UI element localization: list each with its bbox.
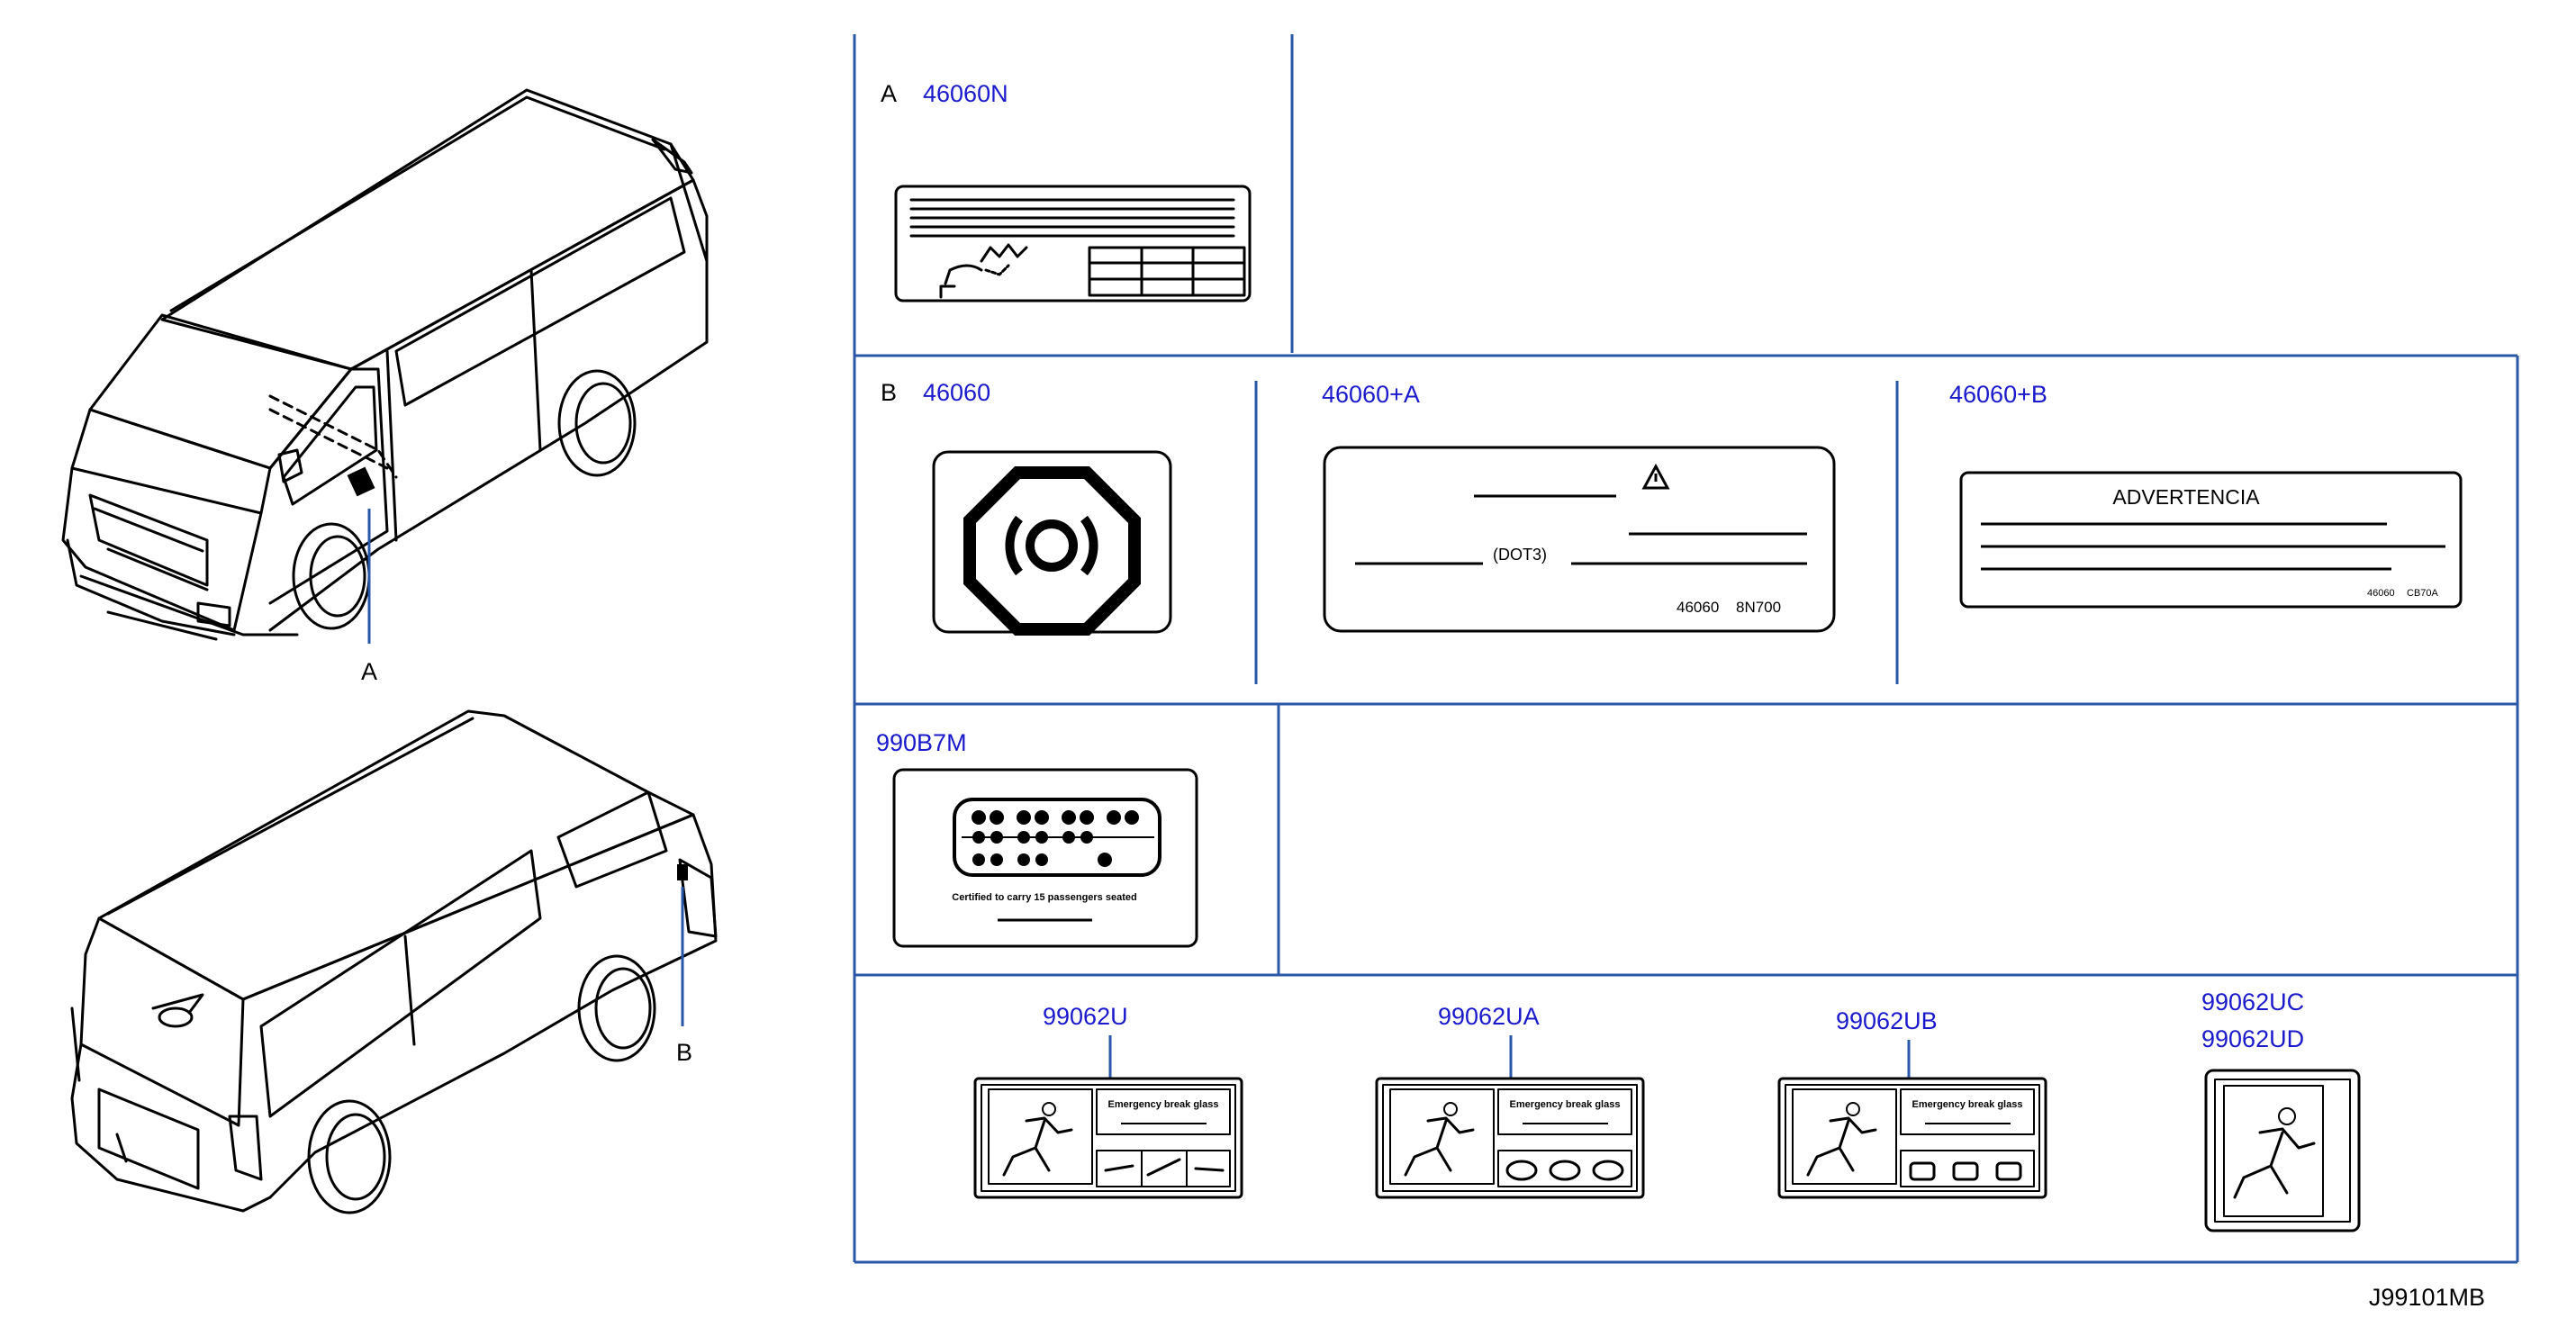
label-location-b-marker (677, 864, 688, 880)
section-b-letter: B (881, 379, 897, 406)
label-46060-a-code1: 46060 (1677, 599, 1719, 616)
label-990b7m-caption: Certified to carry 15 passengers seated (952, 892, 1136, 903)
label-99062uc-exit-sign (2204, 1069, 2361, 1232)
part-number-99062ud[interactable]: 99062UD (2201, 1025, 2304, 1052)
label-46060-b (1959, 471, 2463, 609)
label-99062ua-emergency-exit (1375, 1077, 1645, 1199)
label-99062ub-title: Emergency break glass (1912, 1099, 2023, 1110)
part-number-99062u[interactable]: 99062U (1043, 1003, 1128, 1030)
van-rear-illustration (70, 709, 718, 1214)
label-location-a-marker (347, 466, 375, 497)
callout-b: B (676, 1039, 692, 1066)
label-46060-a-dot3: (DOT3) (1493, 546, 1547, 564)
label-990b7m-seating (892, 768, 1198, 948)
label-99062ua-title: Emergency break glass (1510, 1099, 1621, 1110)
part-number-46060n[interactable]: 46060N (923, 80, 1008, 107)
diagram-code: J99101MB (2369, 1284, 2485, 1311)
part-number-46060-a[interactable]: 46060+A (1322, 381, 1420, 408)
part-number-99062ua[interactable]: 99062UA (1438, 1003, 1540, 1030)
part-number-99062uc[interactable]: 99062UC (2201, 988, 2304, 1016)
label-99062u-title: Emergency break glass (1108, 1099, 1219, 1110)
part-number-46060[interactable]: 46060 (923, 379, 990, 406)
label-46060-b-title: ADVERTENCIA (2112, 485, 2260, 509)
part-number-990b7m[interactable]: 990B7M (876, 729, 967, 756)
label-99062u-emergency-exit (973, 1077, 1243, 1199)
part-number-46060-b[interactable]: 46060+B (1949, 381, 2047, 408)
label-46060-a (1323, 446, 1836, 633)
label-46060-b-code2: CB70A (2407, 588, 2439, 599)
diagram-frame (853, 34, 2519, 1264)
label-46060n (894, 185, 1252, 302)
van-front-illustration (61, 88, 709, 641)
label-46060-brake-symbol (932, 450, 1172, 636)
callout-a: A (361, 658, 377, 685)
part-number-99062ub[interactable]: 99062UB (1836, 1007, 1938, 1034)
label-46060-a-code2: 8N700 (1736, 599, 1781, 616)
section-a-letter: A (881, 80, 897, 107)
label-99062ub-emergency-exit (1777, 1077, 2047, 1199)
label-46060-b-code1: 46060 (2367, 588, 2395, 599)
